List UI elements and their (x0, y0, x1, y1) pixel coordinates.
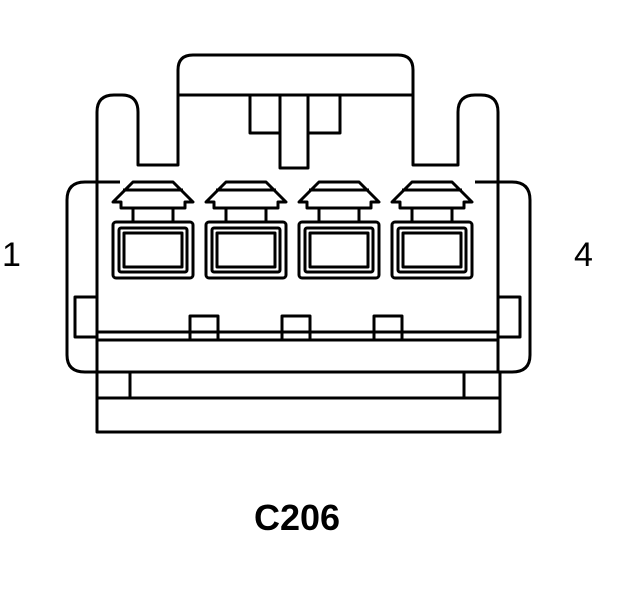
pin-label-first: 1 (2, 236, 21, 274)
terminal-lock-4 (390, 180, 474, 210)
terminal-lock-3 (297, 180, 381, 210)
pin-cavity-1 (111, 180, 195, 280)
cavity-inner-3 (303, 226, 375, 274)
pin-cavity-3 (297, 180, 381, 280)
cavity-outer-2 (204, 220, 288, 280)
rail-key-1 (188, 314, 220, 342)
cavity-outer-3 (297, 220, 381, 280)
rail-key-2 (280, 314, 312, 342)
connector-id-label: C206 (253, 497, 341, 538)
pin-cavity-2 (204, 180, 288, 280)
pin-cavity-4 (390, 180, 474, 280)
latch-tab (248, 95, 342, 170)
cavity-inner-1 (117, 226, 189, 274)
cavity-outer-4 (390, 220, 474, 280)
terminal-lock-2 (204, 180, 288, 210)
connector-body-left-side (65, 180, 120, 374)
pin-label-last: 4 (574, 236, 593, 274)
cavity-inner-2 (210, 226, 282, 274)
terminal-lock-1 (111, 180, 195, 210)
side-tab-right (496, 295, 522, 339)
cavity-opening-2 (215, 231, 277, 269)
rail-key-3 (372, 314, 404, 342)
cavity-opening-3 (308, 231, 370, 269)
cavity-inner-4 (396, 226, 468, 274)
connector-base (95, 370, 502, 434)
cavity-opening-1 (122, 231, 184, 269)
cavity-opening-4 (401, 231, 463, 269)
side-tab-left (73, 295, 99, 339)
connector-body-right-side (475, 180, 532, 374)
pin-cavities (111, 180, 474, 280)
connector-housing (95, 53, 500, 372)
cavity-outer-1 (111, 220, 195, 280)
